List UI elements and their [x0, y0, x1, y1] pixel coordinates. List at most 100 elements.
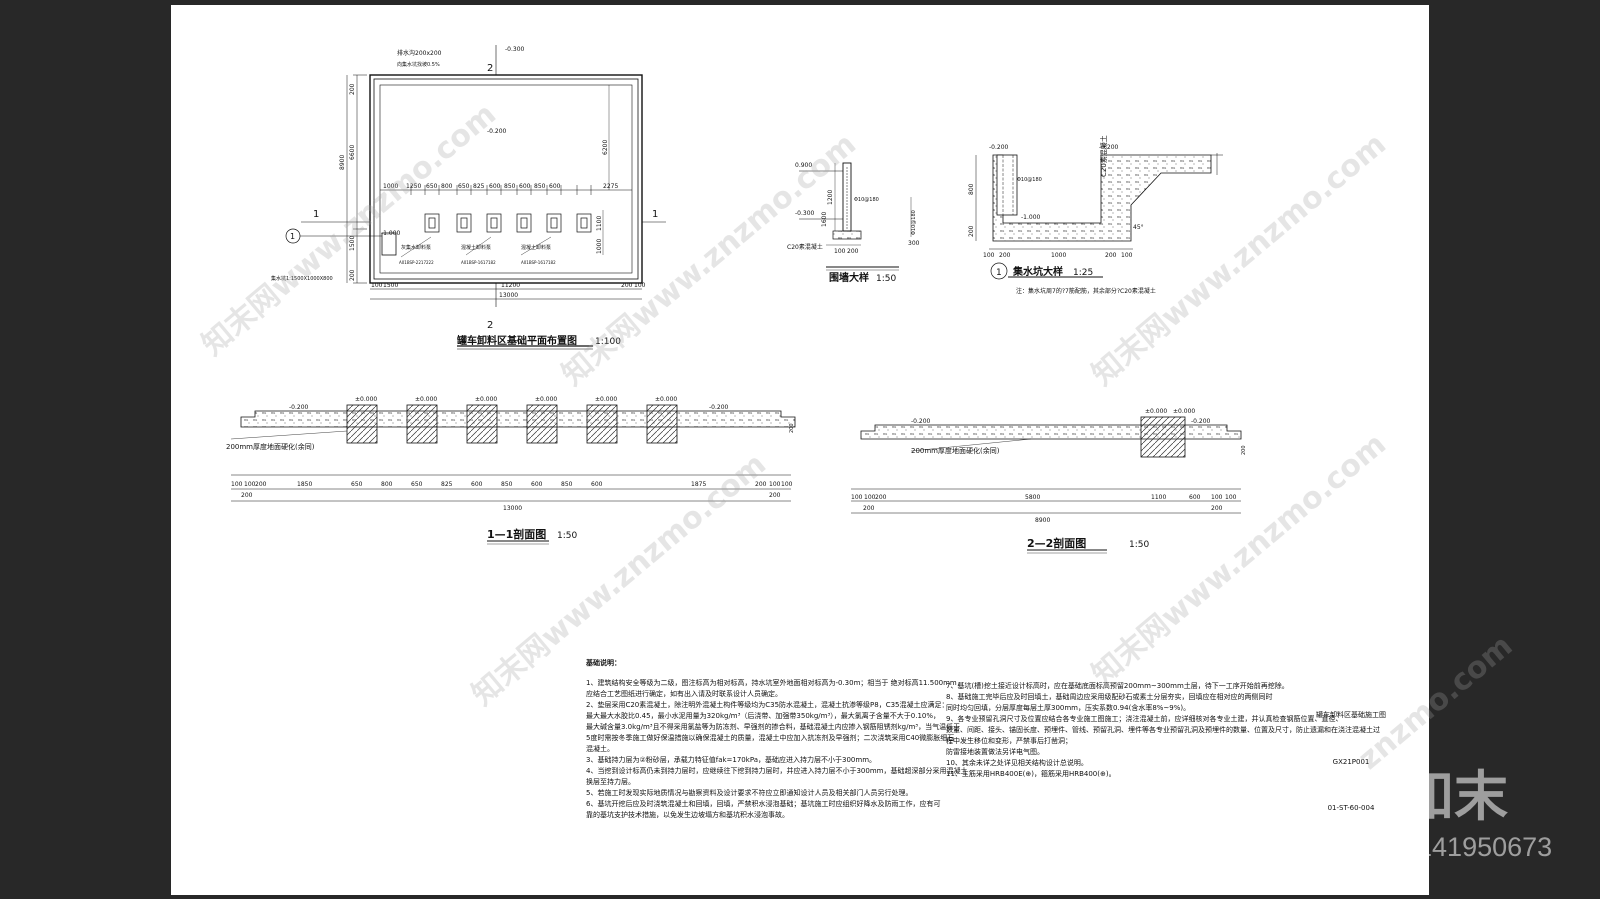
plan-row-dim-3: 650 — [426, 183, 438, 190]
s2-dim-sub-left: 200 — [863, 505, 875, 512]
note-line: 10、其余未详之处详见相关结构设计总说明。 — [946, 759, 1088, 767]
pit-elev-3: -1.000 — [1021, 214, 1041, 221]
s2-dim-7: 100 — [1211, 494, 1223, 501]
plan-bottom-dim-1: 100 — [371, 282, 383, 289]
section-2-2 — [851, 416, 1242, 554]
plan-detail-ref: 1 — [290, 232, 295, 241]
brand-logo: 知末 — [1400, 765, 1508, 828]
plan-texts: 排水沟200x200 向集水坑找坡0.5% -0.300 2 -0.200 -1… — [271, 46, 658, 347]
pit-elev-1: -0.200 — [989, 144, 1009, 151]
pit-concrete: C20素混凝土 — [1099, 135, 1108, 177]
s2-pad-note: 200mm厚度地面硬化(余同) — [911, 446, 1000, 455]
plan-label-c-code: A01BSP-1617182 — [521, 260, 556, 265]
s2-elev-left: -0.200 — [911, 418, 931, 425]
wall-detail-texts: 0.900 -0.300 1200 1600 Φ10@180 Φ10@180 3… — [787, 162, 920, 284]
pit-dim-h-5: 100 — [1121, 252, 1133, 259]
titleblock-name: 罐车卸料区基础施工图 — [1316, 711, 1386, 719]
s1-title: 1—1剖面图 — [487, 527, 546, 541]
note-line: 应结合工艺图纸进行确定，如有出入请及时联系设计人员确定。 — [586, 690, 782, 698]
plan-section-left: 1 — [313, 209, 319, 220]
s1-dim-6: 800 — [381, 481, 393, 488]
plan-elev-inner: -0.200 — [487, 128, 507, 135]
plan-bottom-dim-2: 1500 — [383, 282, 398, 289]
s1-depth: 200 — [789, 423, 795, 433]
note-line: 混凝土。 — [586, 745, 614, 753]
s2-pad-elev-2: ±0.000 — [1173, 408, 1195, 415]
note-line: 3、基础持力层为②粉砂层，承载力特征值fak=170kPa，基础应进入持力层不小… — [586, 756, 877, 764]
plan-row-dim-10: 850 — [534, 183, 546, 190]
plan-inner-wall — [373, 78, 639, 280]
s1-dim-13: 600 — [591, 481, 603, 488]
s1-dim-17: 100 — [781, 481, 793, 488]
plan-label-a: 灰集水卸料泵 — [401, 244, 431, 251]
note-line: 5度时需按冬季施工做好保温措施以确保混凝土的质量，混凝土中应加入抗冻剂及早强剂；… — [586, 734, 955, 742]
section-1-1-texts: -0.200 -0.200 ±0.000 ±0.000 ±0.000 ±0.00… — [226, 396, 795, 541]
plan-section-bottom: 2 — [487, 320, 493, 331]
s2-total: 8900 — [1035, 517, 1050, 524]
pit-detail-texts: -0.200 -0.200 -1.000 Φ10@180 C20素混凝土 800… — [968, 135, 1156, 295]
s2-title: 2—2剖面图 — [1027, 536, 1086, 550]
s2-dim-4: 5800 — [1025, 494, 1040, 501]
pit-dim-h-4: 200 — [1105, 252, 1117, 259]
plan-dim-left-2: 6600 — [349, 145, 356, 160]
note-line: 6、基坑开挖后应及时浇筑混凝土和回填，回填，严禁积水浸泡基础；基坑施工时应组织好… — [586, 800, 941, 808]
s1-total: 13000 — [503, 505, 522, 512]
cad-drawing: 排水沟200x200 向集水坑找坡0.5% -0.300 2 -0.200 -1… — [226, 45, 1247, 554]
note-line: 2、垫层采用C20素混凝土，除注明外混凝土构件等级均为C35防水混凝土，混凝土抗… — [586, 701, 949, 709]
plan-section-top: 2 — [487, 63, 493, 74]
s1-pad-elev-2: ±0.000 — [415, 396, 437, 403]
titleblock-code-1: GX21P001 — [1332, 758, 1370, 766]
wall-concrete: C20素混凝土 — [787, 243, 823, 251]
note-line: 程中发生移位和变形，严禁事后打凿洞； — [946, 737, 1072, 745]
s1-dim-4: 1850 — [297, 481, 312, 488]
note-line: 数量、间距、接头、锚固长度、预埋件、管线、预留孔洞、埋件等各专业预留孔洞及预埋件… — [946, 726, 1380, 734]
plan-row-dim-4: 800 — [441, 183, 453, 190]
s1-pad-elev-3: ±0.000 — [475, 396, 497, 403]
s1-dim-1: 100 — [231, 481, 243, 488]
plan-row-dim-5: 650 — [458, 183, 470, 190]
collection-pit — [381, 232, 397, 256]
plan-scale: 1:100 — [595, 337, 621, 347]
pit-note: 注：集水坑周7的?7筋配筋，其余部分?C20素混凝土 — [1016, 287, 1156, 295]
s2-dim-2: 100 — [864, 494, 876, 501]
pump-pads — [424, 213, 592, 233]
plan-top-note-1: 排水沟200x200 — [397, 49, 442, 57]
s2-elev-right: -0.200 — [1191, 418, 1211, 425]
plan-row-dim-11: 600 — [549, 183, 561, 190]
s2-pad-elev-1: ±0.000 — [1145, 408, 1167, 415]
note-line: 5、若施工时发现实际地质情况与勘察资料及设计要求不符应立即通知设计人员及相关部门… — [586, 789, 913, 797]
note-line: 1、建筑结构安全等级为二级，图注标高为相对标高，持水坑室外地面相对标高为-0.3… — [586, 679, 964, 687]
plan-elev-pit: -1.000 — [381, 230, 401, 237]
plan-row-dim-2: 1250 — [406, 183, 421, 190]
note-line: 同时均匀回填，分层厚度每层土厚300mm，压实系数0.94(含水率8%~9%)。 — [946, 704, 1191, 712]
brand-id: ID: 1141950673 — [1362, 832, 1553, 862]
wall-bottom-dim-1: 100 — [834, 248, 846, 255]
pit-detail — [975, 153, 1223, 280]
wall-detail — [799, 162, 912, 271]
plan-drain-trench — [379, 84, 633, 274]
plan-dim-left-5: 200 — [349, 269, 356, 281]
foundation-plan — [285, 45, 666, 350]
wall-dim-1: 1200 — [827, 190, 834, 205]
pit-scale: 1:25 — [1073, 268, 1093, 278]
plan-dim-v-2: 1100 — [596, 216, 603, 231]
plan-label-c: 混凝土卸料泵 — [521, 244, 551, 251]
wall-elev-1: 0.900 — [795, 162, 812, 169]
s1-pad-elev-5: ±0.000 — [595, 396, 617, 403]
pit-rebar: Φ10@180 — [1017, 177, 1042, 183]
note-line: 9、各专业预留孔洞尺寸及位置应结合各专业施工图施工；浇注混凝土前，应详细核对各专… — [946, 715, 1343, 723]
plan-outer-wall — [369, 74, 643, 284]
pit-elev-2: -0.200 — [1099, 144, 1119, 151]
wall-bottom-dim-2: 200 — [847, 248, 859, 255]
note-line: 防雷接地装置做法另详电气图。 — [946, 748, 1044, 756]
plan-dim-v-1: 6200 — [602, 140, 609, 155]
note-line: 最大碱含量3.0kg/m³且不得采用氯盐等为防冻剂、早强剂的掺合料，基础混凝土内… — [586, 723, 961, 731]
plan-elev-top: -0.300 — [505, 46, 525, 53]
s1-pad-elev-4: ±0.000 — [535, 396, 557, 403]
note-line: 靠的基坑支护技术措施，以免发生边坡塌方和基坑积水浸泡事故。 — [586, 811, 789, 819]
plan-row-dim-7: 600 — [489, 183, 501, 190]
pit-dim-h-1: 100 — [983, 252, 995, 259]
section-1-1 — [230, 404, 796, 545]
s1-elev-right: -0.200 — [709, 404, 729, 411]
s1-dim-5: 650 — [351, 481, 363, 488]
